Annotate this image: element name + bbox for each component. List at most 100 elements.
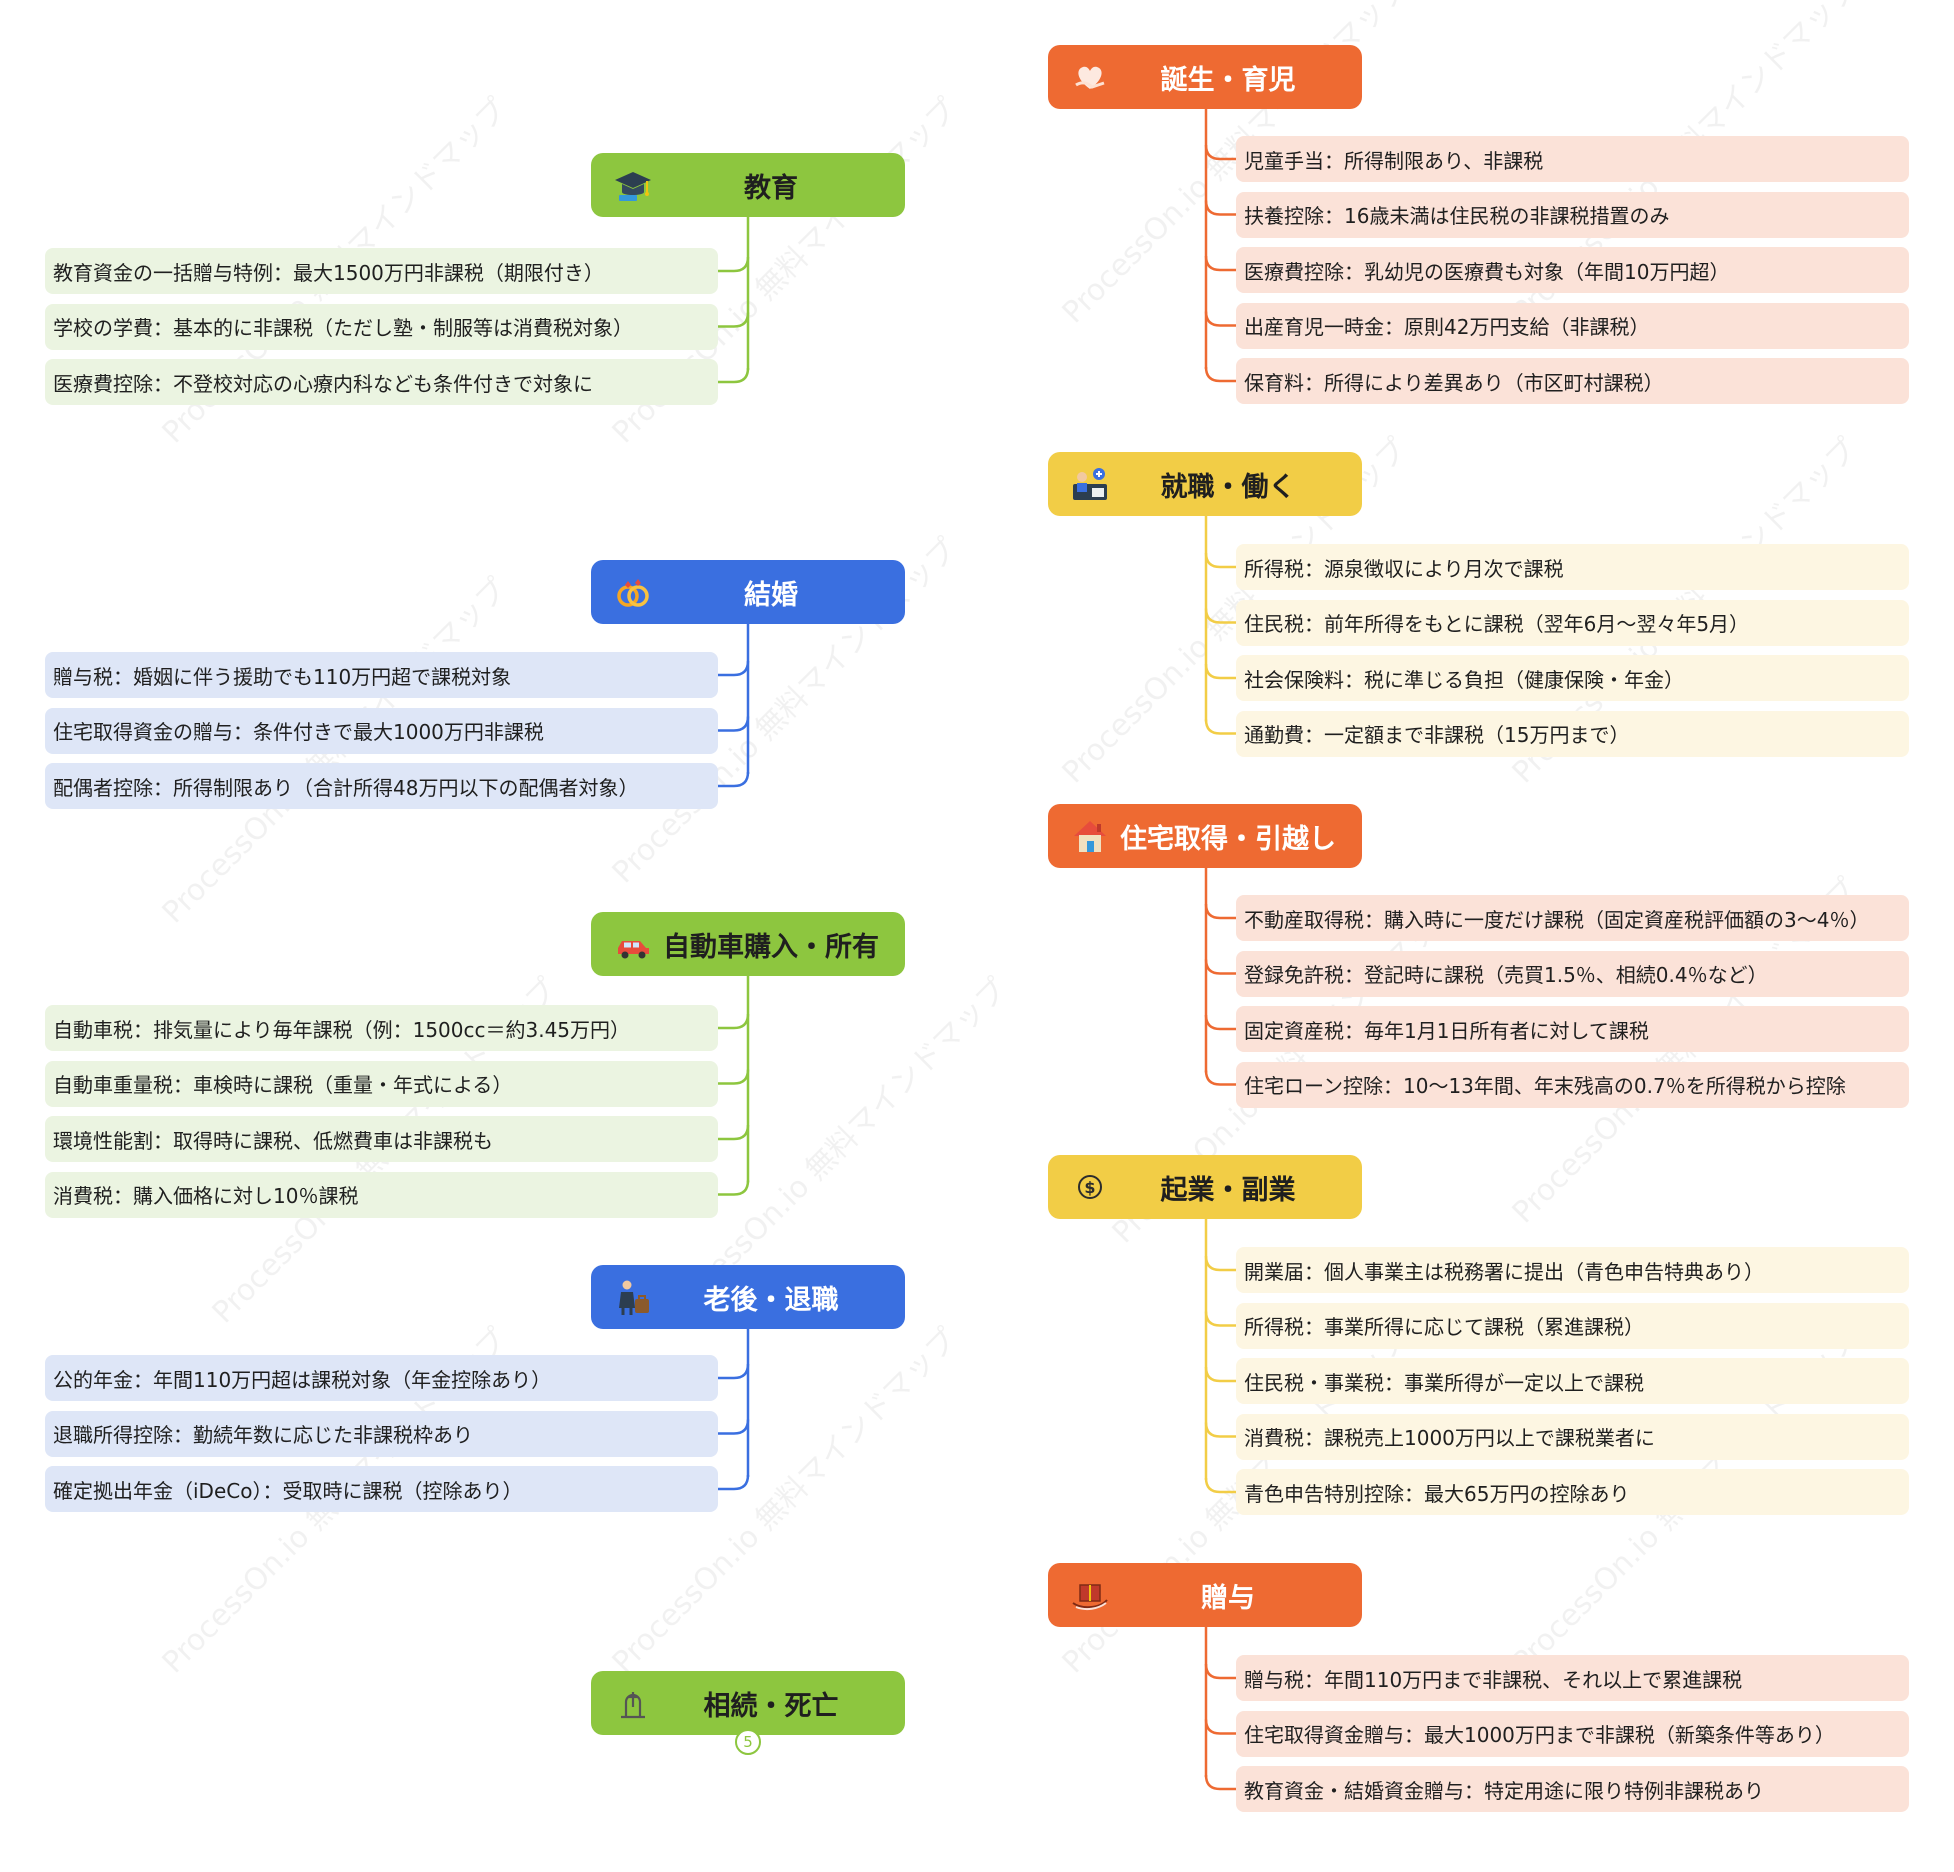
subtopic-gift[interactable]: 教育資金・結婚資金贈与：特定用途に限り特例非課税あり xyxy=(1236,1766,1909,1812)
subtopic-retirement[interactable]: 確定拠出年金（iDeCo）：受取時に課税（控除あり） xyxy=(45,1466,718,1512)
branch-connector xyxy=(718,716,750,732)
branch-connector xyxy=(718,1419,750,1435)
subtopic-car[interactable]: 自動車重量税：車検時に課税（重量・年式による） xyxy=(45,1060,718,1107)
topic-label: 教育 xyxy=(744,172,798,204)
subtopic-birth[interactable]: 扶養控除：16歳未満は住民税の非課税措置のみ xyxy=(1236,191,1909,238)
branch-connector xyxy=(1204,1719,1236,1735)
branch-connector xyxy=(1204,959,1236,975)
branch-connector xyxy=(718,312,750,328)
branch-connector xyxy=(1204,1366,1236,1383)
branch-connector xyxy=(1204,366,1236,383)
branch-connector xyxy=(1204,1774,1236,1791)
subtopic-gift[interactable]: 贈与税：年間110万円まで非課税、それ以上で累進課税 xyxy=(1236,1655,1909,1701)
subtopic-housing[interactable]: 登録免許税：登記時に課税（売買1.5％、相続0.4％など） xyxy=(1236,950,1909,997)
car-icon xyxy=(613,924,653,964)
topic-business[interactable]: $ 起業・副業 xyxy=(1048,1155,1362,1219)
subtopic-business[interactable]: 消費税：課税売上1000万円以上で課税業者に xyxy=(1236,1413,1909,1460)
subtopic-housing[interactable]: 不動産取得税：購入時に一度だけ課税（固定資産税評価額の3〜4％） xyxy=(1236,895,1909,941)
topic-label: 就職・働く xyxy=(1160,471,1296,503)
subtopic-work[interactable]: 所得税：源泉徴収により月次で課税 xyxy=(1236,544,1909,590)
branch-connector xyxy=(718,256,750,273)
branch-connector xyxy=(718,771,750,788)
subtopic-housing[interactable]: 住宅ローン控除：10〜13年間、年末残高の0.7％を所得税から控除 xyxy=(1236,1061,1909,1108)
subtopic-business[interactable]: 所得税：事業所得に応じて課税（累進課税） xyxy=(1236,1302,1909,1349)
subtopic-education[interactable]: 医療費控除：不登校対応の心療内科なども条件付きで対象に xyxy=(45,359,718,405)
branch-connector xyxy=(718,1363,750,1380)
subtopic-car[interactable]: 消費税：購入価格に対し10％課税 xyxy=(45,1171,718,1218)
branch-connector xyxy=(718,1180,750,1196)
subtopic-housing[interactable]: 固定資産税：毎年1月1日所有者に対して課税 xyxy=(1236,1006,1909,1052)
topic-car[interactable]: 自動車購入・所有 xyxy=(591,912,905,976)
branch-connector xyxy=(1204,255,1236,272)
house-icon xyxy=(1070,816,1110,856)
topic-retirement[interactable]: 老後・退職 xyxy=(591,1265,905,1329)
branch-connector xyxy=(1204,719,1236,735)
branch-connector xyxy=(718,367,750,384)
branch-connector xyxy=(1204,1311,1236,1327)
subtopic-car[interactable]: 自動車税：排気量により毎年課税（例：1500cc＝約3.45万円） xyxy=(45,1005,718,1051)
branch-connector xyxy=(1204,1422,1236,1438)
gift-box-icon xyxy=(1070,1575,1110,1615)
branch-connector xyxy=(1204,200,1236,216)
wedding-rings-icon xyxy=(613,572,653,612)
topic-housing[interactable]: 住宅取得・引越し xyxy=(1048,804,1362,868)
topic-label: 誕生・育児 xyxy=(1160,64,1296,96)
graduation-cap-icon xyxy=(613,165,653,205)
branch-connector xyxy=(718,660,750,677)
gravestone-icon xyxy=(613,1683,653,1723)
subtopic-education[interactable]: 教育資金の一括贈与特例：最大1500万円非課税（期限付き） xyxy=(45,248,718,294)
branch-connector xyxy=(1204,608,1236,624)
subtopic-education[interactable]: 学校の学費：基本的に非課税（ただし塾・制服等は消費税対象） xyxy=(45,303,718,350)
subtopic-work[interactable]: 社会保険料：税に準じる負担（健康保険・年金） xyxy=(1236,655,1909,701)
subtopic-gift[interactable]: 住宅取得資金贈与：最大1000万円まで非課税（新築条件等あり） xyxy=(1236,1710,1909,1757)
topic-inheritance[interactable]: 相続・死亡 xyxy=(591,1671,905,1735)
subtopic-marriage[interactable]: 配偶者控除：所得制限あり（合計所得48万円以下の配偶者対象） xyxy=(45,763,718,809)
subtopic-business[interactable]: 開業届：個人事業主は税務署に提出（青色申告特典あり） xyxy=(1236,1247,1909,1293)
topic-birth[interactable]: 誕生・育児 xyxy=(1048,45,1362,109)
branch-connector xyxy=(1204,1255,1236,1272)
branch-connector xyxy=(1204,1070,1236,1086)
subtopic-birth[interactable]: 医療費控除：乳幼児の医療費も対象（年間10万円超） xyxy=(1236,247,1909,293)
subtopic-retirement[interactable]: 公的年金：年間110万円超は課税対象（年金控除あり） xyxy=(45,1355,718,1401)
retiree-icon xyxy=(613,1277,653,1317)
branch-connector xyxy=(718,1013,750,1030)
branch-connector xyxy=(1204,1014,1236,1031)
branch-connector xyxy=(718,1124,750,1141)
dollar-coin-icon: $ xyxy=(1070,1167,1110,1207)
topic-label: 起業・副業 xyxy=(1160,1174,1296,1206)
topic-label: 老後・退職 xyxy=(703,1284,839,1316)
subtopic-business[interactable]: 青色申告特別控除：最大65万円の控除あり xyxy=(1236,1469,1909,1515)
branch-connector xyxy=(1204,311,1236,327)
svg-text:$: $ xyxy=(1084,1178,1095,1197)
collapse-toggle[interactable]: 5 xyxy=(735,1729,761,1755)
topic-label: 贈与 xyxy=(1201,1582,1255,1614)
subtopic-work[interactable]: 通勤費：一定額まで非課税（15万円まで） xyxy=(1236,710,1909,757)
branch-connector xyxy=(1204,903,1236,920)
subtopic-retirement[interactable]: 退職所得控除：勤続年数に応じた非課税枠あり xyxy=(45,1410,718,1457)
branch-connector xyxy=(718,1069,750,1085)
branch-connector xyxy=(1204,1477,1236,1494)
topic-education[interactable]: 教育 xyxy=(591,153,905,217)
heart-hand-icon xyxy=(1070,57,1110,97)
subtopic-birth[interactable]: 出産育児一時金：原則42万円支給（非課税） xyxy=(1236,302,1909,349)
topic-label: 住宅取得・引越し xyxy=(1120,823,1336,855)
topic-marriage[interactable]: 結婚 xyxy=(591,560,905,624)
subtopic-birth[interactable]: 児童手当：所得制限あり、非課税 xyxy=(1236,136,1909,182)
subtopic-business[interactable]: 住民税・事業税：事業所得が一定以上で課税 xyxy=(1236,1358,1909,1404)
topic-label: 自動車購入・所有 xyxy=(663,931,879,963)
topic-gift[interactable]: 贈与 xyxy=(1048,1563,1362,1627)
topic-work[interactable]: 就職・働く xyxy=(1048,452,1362,516)
subtopic-work[interactable]: 住民税：前年所得をもとに課税（翌年6月〜翌々年5月） xyxy=(1236,599,1909,646)
branch-connector xyxy=(718,1474,750,1491)
topic-label: 相続・死亡 xyxy=(703,1690,839,1722)
subtopic-marriage[interactable]: 贈与税：婚姻に伴う援助でも110万円超で課税対象 xyxy=(45,652,718,698)
worker-icon xyxy=(1070,464,1110,504)
subtopic-birth[interactable]: 保育料：所得により差異あり（市区町村課税） xyxy=(1236,358,1909,404)
branch-connector xyxy=(1204,552,1236,569)
topic-label: 結婚 xyxy=(744,579,798,611)
subtopic-car[interactable]: 環境性能割：取得時に課税、低燃費車は非課税も xyxy=(45,1116,718,1162)
branch-connector xyxy=(1204,144,1236,161)
subtopic-marriage[interactable]: 住宅取得資金の贈与：条件付きで最大1000万円非課税 xyxy=(45,707,718,754)
